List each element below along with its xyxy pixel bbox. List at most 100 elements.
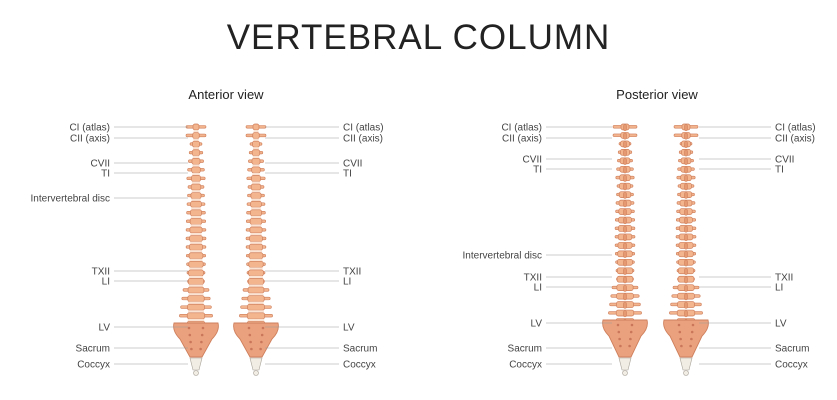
- intervertebral-disc: [187, 318, 205, 322]
- vertebra-body: [188, 260, 204, 268]
- intervertebral-disc: [188, 301, 204, 305]
- intervertebral-disc: [253, 130, 259, 133]
- label-right-t1: TI: [775, 165, 784, 176]
- sacral-foramen: [616, 323, 620, 327]
- page-title: VERTEBRAL COLUMN: [226, 18, 611, 57]
- vertebra-body: [250, 209, 262, 217]
- intervertebral-disc: [248, 284, 264, 288]
- sacral-foramen: [618, 337, 621, 341]
- vertebra-body: [250, 200, 262, 208]
- coccyx-tip: [683, 370, 689, 376]
- spinous-process: [684, 183, 688, 191]
- spinous-process: [684, 200, 688, 208]
- vertebra-body: [192, 140, 200, 148]
- intervertebral-disc: [190, 215, 202, 219]
- label-right-l5: LV: [343, 323, 355, 334]
- vertebra-body: [191, 149, 201, 157]
- sacral-foramen: [248, 333, 252, 337]
- intervertebral-disc: [252, 172, 260, 176]
- vertebra-body: [191, 157, 201, 165]
- intervertebral-disc: [249, 275, 263, 279]
- intervertebral-disc: [248, 301, 264, 305]
- sacrum: [602, 319, 648, 358]
- spinous-process: [684, 268, 688, 275]
- intervertebral-disc: [191, 207, 201, 210]
- vertebra-body: [190, 200, 202, 208]
- vertebra-body: [190, 192, 202, 200]
- vertebra-body: [251, 166, 261, 174]
- coccyx-tip: [193, 370, 199, 376]
- sacral-foramen: [249, 340, 252, 344]
- spinous-process: [684, 225, 688, 233]
- sacral-foramen: [617, 330, 621, 334]
- intervertebral-disc: [248, 293, 264, 296]
- vertebra-body: [247, 303, 265, 311]
- intervertebral-disc: [193, 138, 199, 142]
- vertebra-body: [250, 183, 262, 191]
- spinous-process: [684, 301, 688, 309]
- spinous-process: [623, 234, 627, 242]
- intervertebral-disc: [251, 190, 261, 193]
- sacrum: [233, 322, 279, 358]
- label-left-sacrum: Sacrum: [76, 344, 110, 355]
- intervertebral-disc: [248, 310, 264, 313]
- sacral-foramen: [200, 333, 204, 337]
- spinous-process: [684, 251, 688, 258]
- label-right-coccyx: Coccyx: [343, 360, 376, 371]
- sacral-foramen: [190, 347, 193, 351]
- sacral-foramen: [690, 330, 694, 334]
- sacral-foramen: [619, 344, 622, 348]
- vertebra-body: [249, 226, 263, 234]
- sacral-foramen: [199, 347, 202, 351]
- coccyx: [679, 357, 693, 371]
- spinous-process: [684, 132, 688, 140]
- spinous-process: [684, 293, 688, 301]
- spine-anterior-2: [233, 123, 279, 376]
- spinous-process: [623, 208, 627, 216]
- vertebra-body: [251, 149, 261, 157]
- sacral-foramen: [628, 344, 631, 348]
- vertebra-body: [187, 286, 205, 294]
- intervertebral-disc: [253, 138, 259, 142]
- spine-anterior-1: [173, 123, 219, 376]
- intervertebral-disc: [189, 267, 203, 270]
- vertebra-body: [186, 312, 206, 320]
- vertebra-body: [188, 269, 204, 277]
- coccyx: [249, 357, 263, 371]
- vertebra-body: [251, 175, 261, 182]
- intervertebral-disc: [249, 258, 263, 262]
- vertebra-body: [249, 218, 263, 225]
- label-left-l5: LV: [531, 319, 543, 330]
- label-left-l5: LV: [99, 323, 111, 334]
- sacral-foramen: [629, 337, 632, 341]
- spinous-process: [623, 141, 627, 148]
- label-right-l1: LI: [775, 283, 783, 294]
- intervertebral-disc: [250, 224, 262, 227]
- label-right-l1: LI: [343, 277, 351, 288]
- sacral-foramen: [261, 326, 265, 330]
- sacral-foramen: [201, 326, 205, 330]
- vertebra-body: [252, 132, 260, 139]
- vertebra-body: [247, 295, 265, 303]
- sacral-foramen: [187, 326, 191, 330]
- spinous-process: [623, 268, 627, 275]
- label-left-c2: CII (axis): [502, 134, 542, 145]
- sacral-foramen: [677, 323, 681, 327]
- intervertebral-disc: [191, 190, 201, 193]
- spinous-process: [684, 175, 688, 182]
- label-right-c7: CVII: [775, 155, 794, 166]
- label-left-disc: Intervertebral disc: [463, 251, 542, 262]
- intervertebral-disc: [188, 310, 204, 313]
- spinous-process: [684, 158, 688, 165]
- vertebra-body: [188, 243, 204, 251]
- vertebra-body: [246, 312, 266, 320]
- intervertebral-disc: [251, 207, 261, 210]
- label-left-disc: Intervertebral disc: [31, 194, 110, 205]
- spinous-process: [623, 251, 627, 258]
- label-right-t12: TXII: [343, 267, 361, 278]
- spinous-process: [623, 192, 627, 199]
- vertebra-body: [189, 235, 203, 242]
- label-right-l5: LV: [775, 319, 787, 330]
- spinous-process: [623, 301, 627, 309]
- spinous-process: [623, 259, 627, 267]
